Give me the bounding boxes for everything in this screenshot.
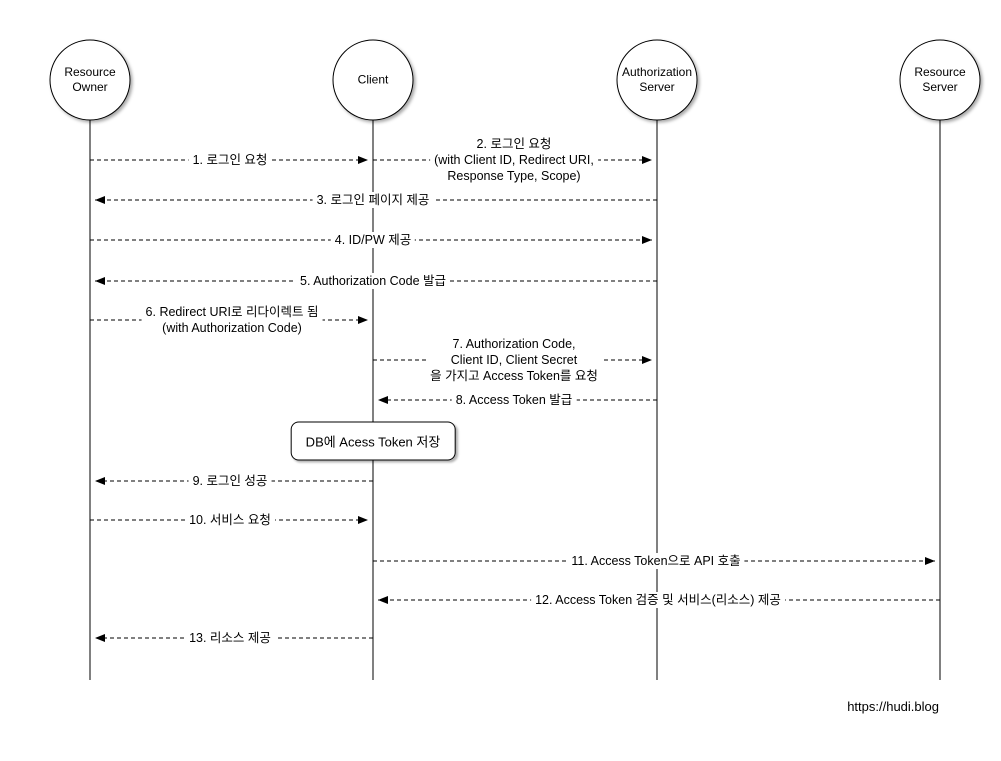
actor-label-resource-server: Resource Server xyxy=(914,65,966,94)
actor-label-client: Client xyxy=(357,72,389,87)
message-label-2: 2. 로그인 요청 (with Client ID, Redirect URI,… xyxy=(430,136,598,184)
message-label-6: 6. Redirect URI로 리다이렉트 됨 (with Authoriza… xyxy=(141,304,323,336)
note-db-access-token: DB에 Acess Token 저장 xyxy=(290,421,456,461)
footer-url: https://hudi.blog xyxy=(847,699,939,714)
message-label-11: 11. Access Token으로 API 호출 xyxy=(567,553,745,569)
actor-circle-resource-owner xyxy=(49,39,131,121)
message-label-1: 1. 로그인 요청 xyxy=(188,152,272,168)
message-label-12: 12. Access Token 검증 및 서비스(리소스) 제공 xyxy=(531,592,785,608)
message-label-13: 13. 리소스 제공 xyxy=(185,630,275,646)
message-label-8: 8. Access Token 발급 xyxy=(451,392,577,408)
message-label-10: 10. 서비스 요청 xyxy=(185,512,275,528)
message-label-7: 7. Authorization Code, Client ID, Client… xyxy=(426,336,602,384)
actor-circles xyxy=(49,39,981,121)
actor-circle-resource-server xyxy=(899,39,981,121)
message-label-5: 5. Authorization Code 발급 xyxy=(296,273,450,289)
actor-circle-authorization-server xyxy=(616,39,698,121)
actor-label-authorization-server: Authorization Server xyxy=(621,65,693,94)
message-label-4: 4. ID/PW 제공 xyxy=(330,232,416,248)
actor-label-resource-owner: Resource Owner xyxy=(64,65,116,94)
message-label-9: 9. 로그인 성공 xyxy=(188,473,272,489)
message-label-3: 3. 로그인 페이지 제공 xyxy=(312,192,434,208)
actor-circle-client xyxy=(332,39,414,121)
